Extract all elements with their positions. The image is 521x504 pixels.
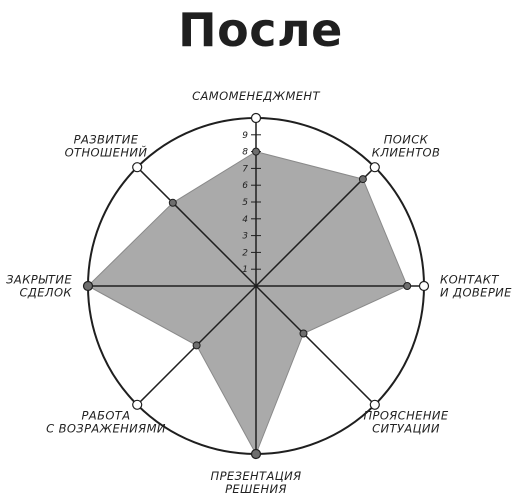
tick-label: 1 xyxy=(242,265,248,275)
tick-label: 6 xyxy=(242,181,248,191)
axis-label-line: И ДОВЕРИЕ xyxy=(440,286,512,300)
tick-label: 9 xyxy=(242,131,248,141)
tick-label: 4 xyxy=(242,215,248,225)
axis-label-line: ПРЕЗЕНТАЦИЯ xyxy=(211,469,302,483)
axis-label-line: ПОИСК xyxy=(384,133,429,147)
chart-title: После xyxy=(178,3,343,57)
value-marker xyxy=(358,175,367,184)
value-marker xyxy=(192,341,201,350)
axis-marker xyxy=(369,162,380,173)
axis-line xyxy=(136,166,257,287)
axis-label-line: ПРОЯСНЕНИЕ xyxy=(363,408,448,422)
axis-marker xyxy=(132,162,143,173)
axis-marker xyxy=(250,448,262,460)
axis-marker xyxy=(82,280,94,292)
axis-label-line: С ВОЗРАЖЕНИЯМИ xyxy=(46,421,166,435)
axis-label-line: КОНТАКТ xyxy=(440,273,499,287)
axis-label-line: СДЕЛОК xyxy=(19,286,72,300)
axis-label-line: РЕШЕНИЯ xyxy=(225,482,287,496)
axis-label-line: ЗАКРЫТИЕ xyxy=(6,273,72,287)
axis-label-line: САМОМЕНЕДЖМЕНТ xyxy=(192,89,320,103)
axis-label-line: РАБОТА xyxy=(81,408,130,422)
value-marker xyxy=(299,329,308,338)
axis-marker xyxy=(418,280,430,292)
axis-label-line: КЛИЕНТОВ xyxy=(372,146,441,160)
tick-label: 5 xyxy=(242,198,248,208)
axis-line xyxy=(255,285,376,406)
axis-label-line: ОТНОШЕНИЙ xyxy=(65,145,148,160)
axis-marker xyxy=(250,112,262,124)
tick-label: 8 xyxy=(242,148,248,158)
tick-label: 3 xyxy=(242,232,248,242)
axis-marker xyxy=(369,399,380,410)
axis-line xyxy=(255,166,376,287)
axis-label-line: СИТУАЦИИ xyxy=(372,421,440,435)
tick-label: 2 xyxy=(242,248,248,258)
axis-label-line: РАЗВИТИЕ xyxy=(74,133,139,147)
value-marker xyxy=(252,147,260,156)
tick-label: 7 xyxy=(242,164,248,174)
axis-label: САМОМЕНЕДЖМЕНТ xyxy=(192,89,320,103)
value-marker xyxy=(403,282,412,290)
axis-marker xyxy=(132,399,143,410)
value-marker xyxy=(168,198,177,207)
